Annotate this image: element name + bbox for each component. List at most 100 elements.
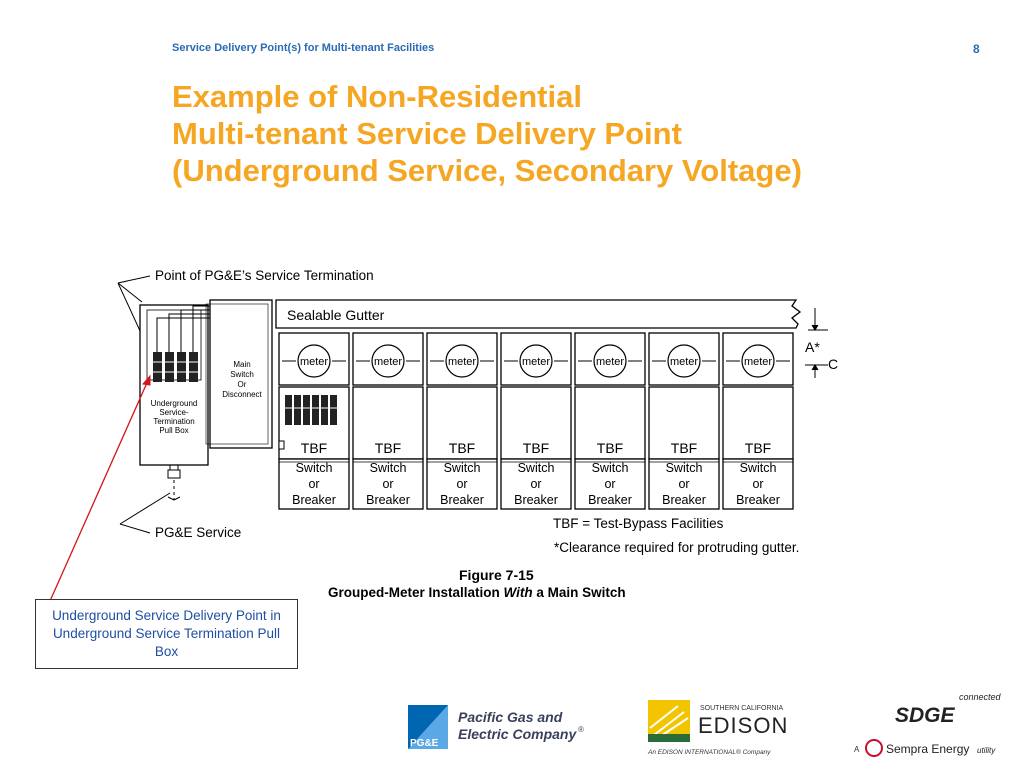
switch-label: Switch <box>370 461 407 475</box>
meter-circle <box>741 344 775 378</box>
switch-enclosure <box>352 458 424 510</box>
meter-label: meter <box>596 356 624 368</box>
clearance-marker <box>805 308 828 378</box>
tbf-label: TBF <box>745 440 771 456</box>
switch-label: or <box>308 477 319 491</box>
switch-enclosure <box>278 458 350 510</box>
meter-circle <box>371 344 405 378</box>
switch-label: or <box>752 477 763 491</box>
tbf-label: TBF <box>597 440 623 456</box>
tbf-label: TBF <box>301 440 327 456</box>
switch-label: Breaker <box>662 493 706 507</box>
switch-label: Switch <box>518 461 555 475</box>
bypass-jaw <box>321 395 328 425</box>
meter-circle <box>297 344 331 378</box>
sempra-utility: utility <box>977 746 996 755</box>
switch-label: or <box>678 477 689 491</box>
bypass-jaw <box>303 395 310 425</box>
clearance-note: *Clearance required for protruding gutte… <box>554 540 799 555</box>
meter-circle <box>593 344 627 378</box>
pge-logo: PG&E Pacific Gas and Electric Company ® <box>408 705 584 749</box>
pull-box <box>139 304 209 466</box>
meter-label: meter <box>300 356 328 368</box>
pge-logo-mark: PG&E <box>410 738 439 749</box>
callout-box: Underground Service Delivery Point in Un… <box>35 599 298 669</box>
edison-logo: SOUTHERN CALIFORNIA EDISON An EDISON INT… <box>647 700 788 756</box>
page-number: 8 <box>973 42 980 56</box>
meter-circle <box>445 344 479 378</box>
switch-label: Switch <box>666 461 703 475</box>
tbf-definition: TBF = Test-Bypass Facilities <box>553 516 724 531</box>
meter-label: meter <box>448 356 476 368</box>
callout-arrow <box>49 375 151 602</box>
sempra-icon <box>865 739 883 757</box>
switch-enclosure <box>574 458 646 510</box>
switch-label: Breaker <box>736 493 780 507</box>
sdge-logo: SDGE connected A Sempra Energy utility <box>854 692 1002 757</box>
sempra-prefix: A <box>854 745 860 754</box>
meter-label: meter <box>374 356 402 368</box>
switch-label: or <box>604 477 615 491</box>
main-switch-inner <box>205 303 269 445</box>
figure-caption: Grouped-Meter Installation With a Main S… <box>328 585 626 600</box>
tbf-label: TBF <box>523 440 549 456</box>
switch-label: or <box>382 477 393 491</box>
meter-circle <box>667 344 701 378</box>
main-switch <box>209 299 273 449</box>
sealable-gutter-label: Sealable Gutter <box>287 307 385 323</box>
termination-blocks <box>151 352 200 382</box>
switch-enclosure <box>722 458 794 510</box>
clearance-a-label: A* <box>805 339 820 355</box>
tbf-enclosure <box>426 386 498 460</box>
bypass-jaw <box>285 395 292 425</box>
tbf-enclosure <box>648 386 720 460</box>
tbf-label: TBF <box>375 440 401 456</box>
main-switch-label-1: Main <box>233 360 250 369</box>
switch-enclosure <box>500 458 572 510</box>
service-conduit <box>167 465 181 501</box>
slide-title-line-2: Multi-tenant Service Delivery Point <box>172 116 682 151</box>
meter-circle <box>519 344 553 378</box>
switch-label: Breaker <box>440 493 484 507</box>
switch-enclosure <box>648 458 720 510</box>
bypass-jaw <box>294 395 301 425</box>
logo-strip: PG&E Pacific Gas and Electric Company ® … <box>408 692 1002 757</box>
leader-line <box>117 282 143 303</box>
point-of-termination-label: Point of PG&E’s Service Termination <box>155 268 374 283</box>
slide-title: Example of Non-Residential Multi-tenant … <box>172 78 992 189</box>
bypass-jaw <box>330 395 337 425</box>
switch-label: or <box>530 477 541 491</box>
callout-arrowhead <box>142 374 151 386</box>
header-title: Service Delivery Point(s) for Multi-tena… <box>172 42 435 54</box>
switch-label: Switch <box>444 461 481 475</box>
figure-number: Figure 7-15 <box>459 567 534 583</box>
pull-box-label-2: Service- <box>159 408 189 417</box>
pge-registered-mark: ® <box>578 725 584 734</box>
pull-box-label-4: Pull Box <box>159 426 188 435</box>
edison-name: EDISON <box>698 713 788 738</box>
edison-subtitle: An EDISON INTERNATIONAL® Company <box>647 748 771 756</box>
switch-label: Switch <box>740 461 777 475</box>
switch-label: Switch <box>592 461 629 475</box>
switch-label: Breaker <box>292 493 336 507</box>
sealable-gutter <box>275 299 802 329</box>
clearance-c-label: C <box>828 356 838 372</box>
pge-company-name-2: Electric Company <box>458 726 577 742</box>
switch-label: Breaker <box>588 493 632 507</box>
main-switch-label-3: Or <box>238 380 247 389</box>
slide-title-line-3: (Underground Service, Secondary Voltage) <box>172 153 802 188</box>
meter-label: meter <box>744 356 772 368</box>
sdge-name: SDGE <box>895 704 956 727</box>
pge-service-label: PG&E Service <box>155 525 241 540</box>
tbf-tab <box>278 440 285 450</box>
edison-top-label: SOUTHERN CALIFORNIA <box>700 705 784 712</box>
